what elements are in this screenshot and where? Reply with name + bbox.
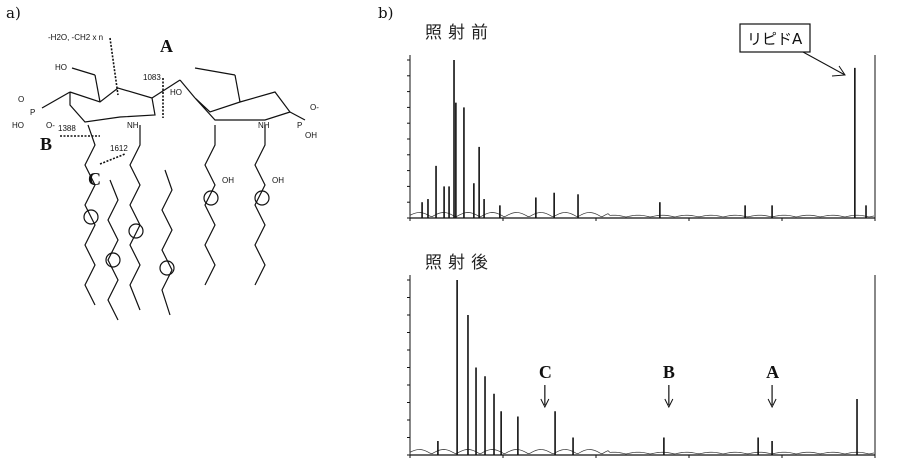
lipid-a-callout-text: リピドA (747, 30, 803, 48)
chain-length-circles (83, 190, 270, 276)
phosphate-p: P (30, 108, 35, 117)
oh-group: OH (272, 176, 284, 185)
cleavage-b-mass: 1388 (58, 124, 76, 133)
cleavage-a-label: A (160, 36, 173, 56)
water-loss-line (109, 37, 119, 96)
spectrum-before-irradiation (407, 55, 876, 221)
fatty-acid-chains (84, 124, 266, 321)
baseline-noise (409, 449, 875, 455)
cleavage-b-label: B (40, 134, 52, 154)
oh-group: OH (305, 131, 317, 140)
fragment-arrowhead (767, 398, 777, 409)
title-before: 照射前 (425, 23, 494, 43)
cleavage-c-label: C (88, 169, 101, 189)
oxygen-anion: O- (310, 103, 319, 112)
cleavage-line-c (99, 153, 126, 165)
fragment-marker-b: B (663, 362, 675, 382)
fragment-marker-a: A (766, 362, 779, 382)
right-sugar-ring (194, 91, 291, 121)
ho-group: HO (12, 121, 24, 130)
oxygen-anion: O- (46, 121, 55, 130)
mass-spectra: C B A 照射前 照射後 リピドA (407, 23, 876, 458)
oxygen: O (18, 95, 24, 104)
oh-group: OH (222, 176, 234, 185)
phosphate-p: P (297, 121, 302, 130)
callout-arrow (802, 51, 846, 76)
left-sugar-ring (69, 87, 156, 123)
lipid-a-structure: -H2O, -CH2 x n A 1083 B 1388 C 1612 HO H… (12, 33, 319, 321)
svg-text:14: 14 (110, 258, 117, 264)
loss-note: -H2O, -CH2 x n (48, 33, 103, 42)
cleavage-a-mass: 1083 (143, 73, 161, 82)
callout-arrowhead (831, 65, 846, 77)
svg-text:4': 4' (64, 84, 68, 90)
fragment-arrowhead (664, 398, 674, 409)
svg-text:6': 6' (96, 68, 100, 74)
nh-group: NH (258, 121, 270, 130)
fragment-marker-c: C (539, 362, 552, 382)
svg-text:4: 4 (196, 88, 200, 94)
ho-group: HO (55, 63, 67, 72)
ho-group: HO (170, 88, 182, 97)
cleavage-c-mass: 1612 (110, 144, 128, 153)
baseline-noise (409, 212, 875, 218)
lipid-a-callout-box (739, 23, 811, 53)
panel-b-label: b) (378, 4, 394, 22)
svg-text:14: 14 (259, 196, 266, 202)
title-after: 照射後 (425, 253, 494, 273)
svg-text:2: 2 (256, 106, 260, 112)
nh-group: NH (127, 121, 139, 130)
fragment-arrowhead (540, 398, 550, 409)
panel-a-label: a) (6, 4, 21, 22)
svg-text:6: 6 (236, 68, 240, 74)
